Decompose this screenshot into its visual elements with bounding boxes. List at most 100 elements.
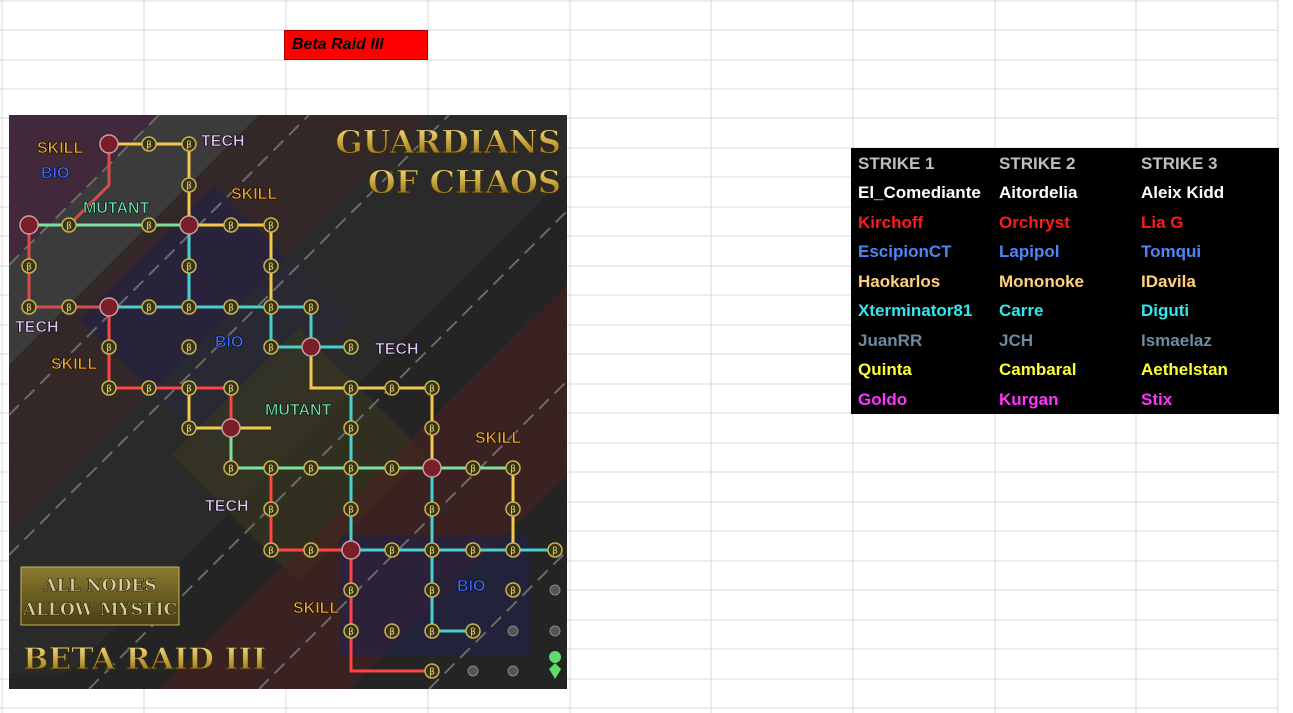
beta-node-symbol: β [106,344,112,354]
beta-node-symbol: β [429,506,435,516]
zone-label: SKILL [231,186,277,203]
beta-node-symbol: β [26,263,32,273]
beta-node-symbol: β [186,425,192,435]
beta-node-symbol: β [510,547,516,557]
beta-node-symbol: β [186,141,192,151]
roster-player-cell[interactable]: IDavila [1141,271,1196,291]
zone-label: MUTANT [83,200,150,217]
beta-node-symbol: β [66,304,72,314]
beta-node-symbol: β [308,547,314,557]
beta-node-symbol: β [470,465,476,475]
roster-player-cell[interactable]: JCH [999,330,1034,350]
mystic-box [20,566,180,626]
mystic-line2: ALLOW MYSTIC [22,600,177,620]
map-pin-icon [549,651,562,679]
header-strike-1[interactable]: STRIKE 1 [858,154,935,173]
beta-node-symbol: β [389,465,395,475]
beta-node-symbol: β [268,263,274,273]
map-footer-title: BETA RAID III [23,642,266,677]
roster-player-cell[interactable]: Aitordelia [999,183,1078,202]
beta-node-symbol: β [389,547,395,557]
roster-row: Quinta Cambaral Aethelstan [851,355,1279,384]
roster-player-cell[interactable]: Orchryst [999,212,1070,232]
beta-node-symbol: β [268,506,274,516]
raid-map-svg: β β β β β β β β β β β β β β β β β β β β β β β β β β β β β β β β β β β β β β β β… [9,115,567,689]
zone-label: TECH [15,319,59,336]
header-strike-2[interactable]: STRIKE 2 [999,154,1076,173]
roster-row: EscipionCT Lapipol Tomqui [851,237,1279,266]
beta-node-symbol: β [510,587,516,597]
raid-map-image: β β β β β β β β β β β β β β β β β β β β β β β β β β β β β β β β β β β β β β β β… [9,115,567,689]
roster-player-cell[interactable]: Mononoke [999,271,1084,291]
strike-roster-table: STRIKE 1 STRIKE 2 STRIKE 3 El_Comediante… [851,148,1279,414]
beta-node-symbol: β [389,385,395,395]
beta-node-symbol: β [268,222,274,232]
zone-label: BIO [215,334,243,351]
zone-labels: SKILL BIO TECH SKILL MUTANT TECH BIO SKI… [15,133,522,618]
beta-node-symbol: β [429,628,435,638]
roster-player-cell[interactable]: Quinta [858,360,912,379]
beta-node-symbol: β [510,506,516,516]
roster-row: Kirchoff Orchryst Lia G [851,208,1279,237]
beta-node-symbol: β [348,587,354,597]
roster-player-cell[interactable]: Xterminator81 [858,301,973,320]
roster-player-cell[interactable]: Aleix Kidd [1141,183,1225,202]
zone-label: SKILL [37,140,83,157]
beta-node-symbol: β [552,547,558,557]
roster-player-cell[interactable]: Aethelstan [1141,360,1228,379]
beta-node-symbol: β [228,465,234,475]
zone-label: TECH [205,498,249,515]
beta-node-symbol: β [348,425,354,435]
beta-node-symbol: β [66,222,72,232]
beta-node-symbol: β [308,465,314,475]
beta-node-symbol: β [228,385,234,395]
beta-node-symbol: β [186,182,192,192]
raid-title-cell[interactable]: Beta Raid III [284,30,428,60]
zone-label: SKILL [51,356,97,373]
beta-node-symbol: β [186,385,192,395]
zone-bands [9,115,567,689]
beta-node-symbol: β [26,304,32,314]
beta-node-symbol: β [268,304,274,314]
roster-player-cell[interactable]: Lapipol [999,242,1060,261]
beta-node-symbol: β [429,587,435,597]
beta-node-symbol: β [348,344,354,354]
roster-player-cell[interactable]: Kirchoff [858,212,924,232]
beta-nodes: β β β β β β β β β β β β β β β β β β β β β β β β β β β β β β β β β β β β β β β β… [19,134,563,679]
beta-node-symbol: β [429,425,435,435]
roster-player-cell[interactable]: Cambaral [999,360,1077,379]
zone-label: MUTANT [265,402,332,419]
roster-row: Goldo Kurgan Stix [851,385,1279,414]
map-title-line2: OF CHAOS [368,163,561,201]
zone-label: SKILL [475,430,521,447]
beta-node-symbol: β [308,304,314,314]
beta-node-symbol: β [470,628,476,638]
roster-player-cell[interactable]: JuanRR [858,330,923,350]
roster-player-cell[interactable]: Kurgan [999,389,1059,409]
roster-player-cell[interactable]: Lia G [1141,212,1184,232]
roster-player-cell[interactable]: Carre [999,301,1044,320]
roster-player-cell[interactable]: Goldo [858,389,908,409]
roster-player-cell[interactable]: Diguti [1141,301,1190,320]
beta-node-symbol: β [186,304,192,314]
map-title-line1: GUARDIANS [335,123,561,161]
beta-node-symbol: β [186,263,192,273]
roster-player-cell[interactable]: Stix [1141,389,1173,409]
roster-player-cell[interactable]: Haokarlos [858,271,941,291]
zone-label: BIO [457,578,485,595]
beta-node-symbol: β [348,385,354,395]
header-strike-3[interactable]: STRIKE 3 [1141,154,1218,173]
zone-label: TECH [201,133,245,150]
beta-node-symbol: β [429,547,435,557]
roster-player-cell[interactable]: EscipionCT [858,242,952,261]
roster-player-cell[interactable]: Tomqui [1141,242,1202,261]
beta-node-symbol: β [348,465,354,475]
mystic-line1: ALL NODES [42,576,156,596]
beta-node-symbol: β [389,628,395,638]
zone-label: BIO [41,165,69,182]
beta-node-symbol: β [268,465,274,475]
roster-player-cell[interactable]: Ismaelaz [1141,330,1212,350]
beta-node-symbol: β [470,547,476,557]
roster-player-cell[interactable]: El_Comediante [858,183,981,202]
beta-node-symbol: β [228,222,234,232]
